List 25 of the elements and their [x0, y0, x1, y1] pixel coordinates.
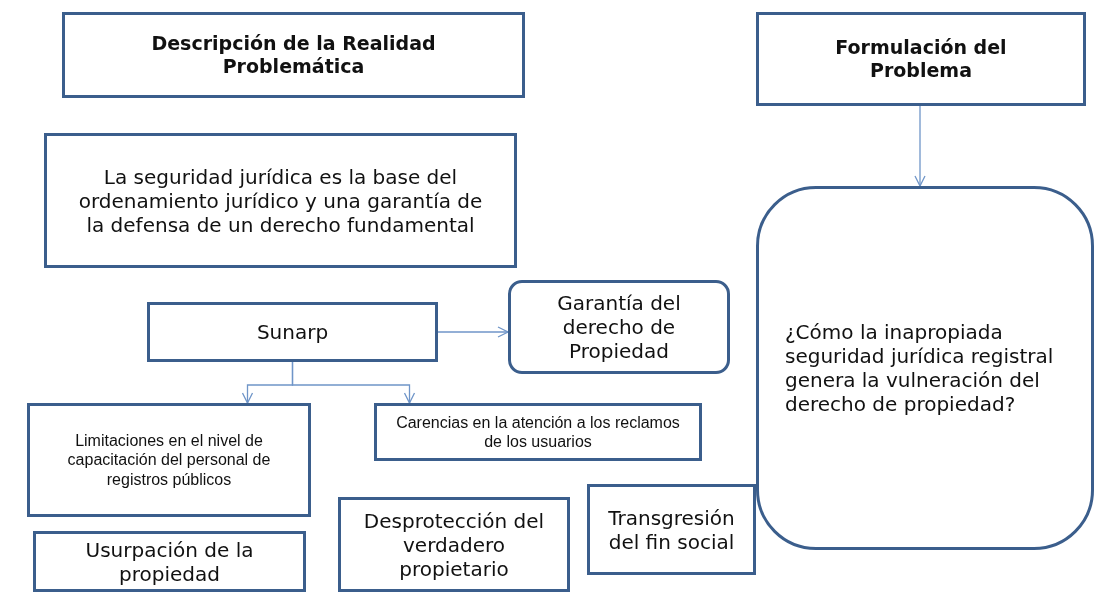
process-box	[587, 484, 756, 575]
process-box	[44, 133, 517, 268]
rounded-box	[756, 186, 1094, 550]
process-box	[147, 302, 438, 362]
process-box	[374, 403, 702, 461]
box-text: La seguridad jurídica es la base del ordenamiento jurídico y una garantía de la defensa de un derecho fundamental	[77, 164, 484, 237]
box-text: Desprotección del verdadero propietario	[362, 508, 546, 581]
heading-text: Descripción de la Realidad Problemática	[150, 32, 437, 78]
box-text: Garantía del derecho de Propiedad	[556, 291, 682, 363]
heading-box	[62, 12, 525, 98]
process-box	[33, 531, 306, 592]
box-text: Usurpación de la propiedad	[84, 537, 255, 586]
arrow	[914, 105, 926, 187]
heading-box	[756, 12, 1086, 106]
arrow	[291, 361, 416, 404]
process-box	[338, 497, 570, 592]
rounded-box	[508, 280, 730, 374]
process-box	[27, 403, 311, 517]
arrow	[437, 326, 509, 338]
heading-text: Formulación del Problema	[834, 36, 1008, 82]
box-text: Carencias en la atención a los reclamos de los usuarios	[395, 412, 681, 452]
box-text: Transgresión del fin social	[607, 505, 736, 554]
box-text: ¿Cómo la inapropiada seguridad jurídica registral genera la vulneración del derecho de propiedad?	[785, 320, 1055, 416]
box-text: Sunarp	[256, 320, 329, 344]
box-text: Limitaciones en el nivel de capacitación del personal de registros públicos	[66, 431, 272, 489]
